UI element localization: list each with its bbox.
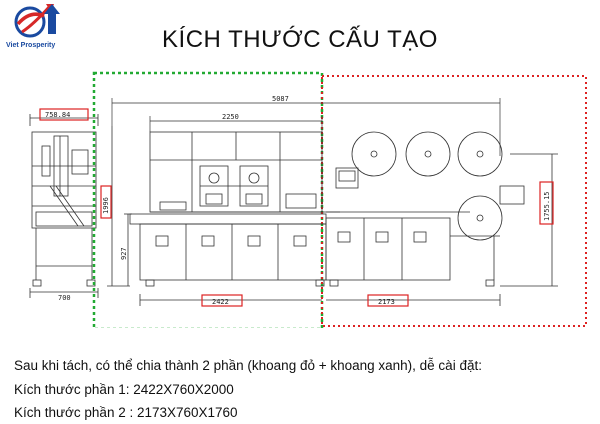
logo-globe-icon xyxy=(14,4,60,38)
caption-part1: Kích thước phần 1: 2422X760X2000 xyxy=(14,382,234,397)
dim-side-width-bottom: 700 xyxy=(58,294,71,302)
page-title: KÍCH THƯỚC CẤU TẠO xyxy=(162,26,438,53)
dim-height-table: 927 xyxy=(120,247,128,260)
dim-side-width-top: 758.84 xyxy=(45,111,70,119)
zone-part1-green xyxy=(92,71,324,328)
side-view xyxy=(29,108,99,298)
brand-logo xyxy=(4,2,66,52)
dim-total-length: 5087 xyxy=(272,95,289,103)
brand-name: Viet Prosperity xyxy=(6,42,56,49)
dim-part2-height: 1755.15 xyxy=(543,191,551,221)
zone-part2-red xyxy=(321,75,587,327)
dim-inner-frame: 2250 xyxy=(222,113,239,121)
dim-part2-length: 2173 xyxy=(378,298,395,306)
machine-dimension-drawing: 758.84 700 5087 2250 xyxy=(29,71,587,328)
dim-height-total: 1996 xyxy=(102,197,110,214)
caption-part2: Kích thước phần 2 : 2173X760X1760 xyxy=(14,405,238,420)
dim-part1-length: 2422 xyxy=(212,298,229,306)
caption-intro: Sau khi tách, có thể chia thành 2 phần (… xyxy=(14,358,482,373)
